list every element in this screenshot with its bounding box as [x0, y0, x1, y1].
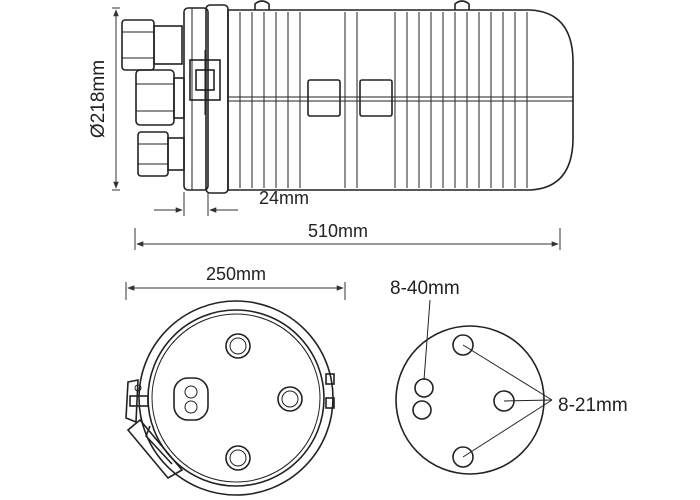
hanging-hook-right [454, 0, 470, 10]
side-view: Ø218mm 24mm 510mm [88, 0, 574, 250]
overall-length-label: 510mm [308, 221, 368, 241]
end-view: 250mm [125, 264, 346, 496]
width-label: 250mm [206, 264, 266, 284]
clamp-ring [189, 4, 229, 194]
dome-ribs [239, 12, 528, 188]
cable-gland-middle [135, 69, 185, 126]
large-port [414, 378, 434, 398]
hanging-hook-left [254, 0, 270, 10]
cable-gland-top [121, 19, 183, 71]
diameter-label: Ø218mm [88, 60, 109, 138]
dome-body [227, 9, 574, 191]
base-flange [183, 7, 209, 191]
small-ports-label: 8-21mm [558, 395, 628, 416]
small-port-top [452, 334, 474, 356]
latch-right [359, 79, 393, 117]
large-port-lower [412, 400, 432, 420]
end-port-right [277, 386, 303, 412]
latch-left [307, 79, 341, 117]
clamp-lever [125, 379, 184, 480]
flange-width-label: 24mm [259, 188, 309, 208]
end-port-oval [173, 377, 209, 421]
port-layout-view: 8-40mm 8-21mm [390, 278, 628, 475]
small-port-bottom [452, 446, 474, 468]
end-port-top [225, 333, 251, 359]
cable-gland-bottom [137, 131, 185, 177]
end-port-bottom [225, 445, 251, 471]
large-port-label: 8-40mm [390, 278, 460, 299]
